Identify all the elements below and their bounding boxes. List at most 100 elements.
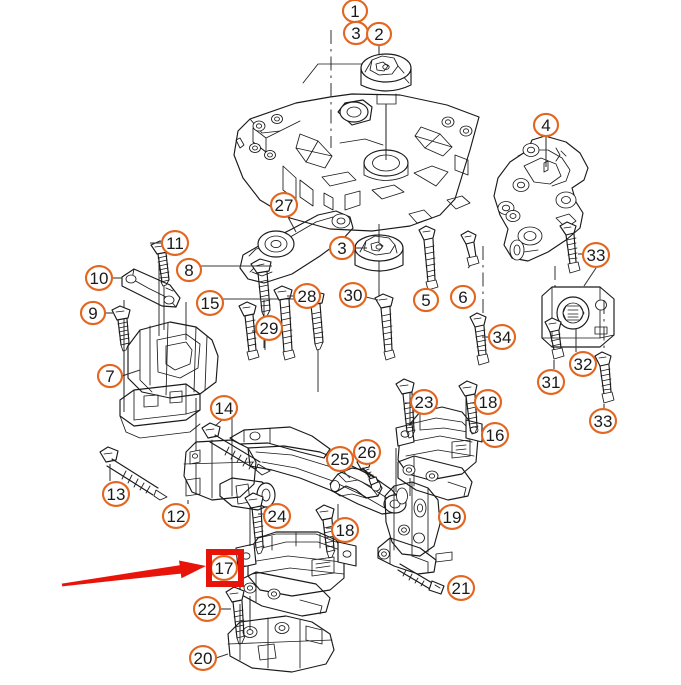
callout-18b[interactable]: 18 bbox=[330, 516, 360, 544]
callout-number: 8 bbox=[184, 261, 193, 280]
callout-21[interactable]: 21 bbox=[446, 574, 476, 602]
callout-number: 33 bbox=[587, 246, 606, 265]
callout-6[interactable]: 6 bbox=[449, 284, 477, 310]
callout-number: 20 bbox=[194, 649, 213, 668]
callout-ring bbox=[437, 503, 467, 531]
callout-19[interactable]: 19 bbox=[437, 503, 467, 531]
bolt-8 bbox=[178, 258, 272, 350]
bolt-6 bbox=[460, 230, 480, 269]
part-4-bracket bbox=[493, 135, 589, 262]
callout-28[interactable]: 28 bbox=[292, 282, 322, 310]
callout-ring bbox=[365, 21, 393, 47]
callout-23[interactable]: 23 bbox=[409, 388, 439, 416]
callout-ring bbox=[96, 363, 124, 389]
callout-ring bbox=[330, 516, 360, 544]
part-10-bracket bbox=[112, 268, 181, 308]
callout-7[interactable]: 7 bbox=[96, 363, 124, 389]
callout-29[interactable]: 29 bbox=[254, 314, 284, 342]
callout-number: 5 bbox=[421, 291, 430, 310]
part-20-support bbox=[215, 600, 335, 673]
callout-32[interactable]: 32 bbox=[568, 350, 598, 378]
callout-number: 7 bbox=[105, 367, 114, 386]
callout-ring bbox=[338, 281, 368, 309]
callout-18[interactable]: 18 bbox=[473, 388, 503, 416]
part-27-torque-rod bbox=[239, 210, 354, 284]
bolt-23 bbox=[395, 378, 416, 439]
callout-ring bbox=[409, 388, 439, 416]
callout-13[interactable]: 13 bbox=[101, 480, 131, 508]
stud-9 bbox=[105, 305, 131, 400]
callout-number: 3 bbox=[337, 239, 346, 258]
part-2-bushing bbox=[360, 53, 412, 150]
bolt-30 bbox=[365, 293, 396, 361]
callout-31[interactable]: 31 bbox=[536, 368, 566, 396]
callout-ring bbox=[480, 421, 510, 449]
part-3-bushing bbox=[354, 224, 404, 300]
callout-3[interactable]: 3 bbox=[328, 235, 356, 261]
part-17-gearbox-mount bbox=[235, 500, 357, 618]
callout-8[interactable]: 8 bbox=[175, 257, 203, 283]
callout-ring bbox=[84, 264, 114, 292]
callout-number: 4 bbox=[541, 116, 550, 135]
bolt-22 bbox=[220, 586, 246, 645]
callout-33b[interactable]: 33 bbox=[588, 407, 618, 435]
callout-27[interactable]: 27 bbox=[269, 191, 299, 219]
callout-12[interactable]: 12 bbox=[161, 502, 191, 530]
callout-1[interactable]: 1 bbox=[341, 0, 369, 24]
callout-number: 24 bbox=[268, 507, 287, 526]
callout-number: 2 bbox=[374, 25, 383, 44]
callout-number: 29 bbox=[260, 319, 279, 338]
callout-10[interactable]: 10 bbox=[84, 264, 114, 292]
callout-11[interactable]: 11 bbox=[160, 229, 190, 257]
callout-number: 34 bbox=[493, 328, 512, 347]
callout-15[interactable]: 15 bbox=[195, 289, 225, 317]
bolt-33-lower bbox=[594, 300, 615, 408]
callout-22[interactable]: 22 bbox=[192, 595, 222, 623]
callout-ring bbox=[532, 112, 560, 138]
callout-ring bbox=[101, 480, 131, 508]
callout-14[interactable]: 14 bbox=[209, 394, 239, 422]
callout-ring bbox=[412, 287, 440, 313]
callout-ring bbox=[175, 257, 203, 283]
bolt-21 bbox=[397, 563, 448, 595]
callout-30[interactable]: 30 bbox=[338, 281, 368, 309]
callout-number: 28 bbox=[298, 287, 317, 306]
callout-ring bbox=[209, 394, 239, 422]
bolt-14 bbox=[201, 419, 271, 476]
callout-17[interactable]: 17 bbox=[209, 554, 239, 582]
callout-16[interactable]: 16 bbox=[480, 421, 510, 449]
callout-ring bbox=[568, 350, 598, 378]
callout-34[interactable]: 34 bbox=[487, 323, 517, 351]
highlight-box-part-17 bbox=[206, 549, 244, 587]
callout-ring bbox=[352, 438, 382, 466]
callout-ring bbox=[292, 282, 322, 310]
callout-25[interactable]: 25 bbox=[325, 445, 355, 473]
callout-9[interactable]: 9 bbox=[79, 300, 107, 326]
bolt-11 bbox=[150, 240, 171, 330]
callout-2[interactable]: 2 bbox=[365, 21, 393, 47]
callout-number: 16 bbox=[486, 426, 505, 445]
callout-33[interactable]: 33 bbox=[581, 241, 611, 269]
callout-3t[interactable]: 3 bbox=[342, 20, 370, 46]
highlight-layer bbox=[61, 549, 244, 587]
subframe-assembly bbox=[233, 93, 480, 232]
part-7-engine-mount bbox=[119, 258, 265, 439]
callout-ring bbox=[262, 502, 292, 530]
callout-number: 18 bbox=[336, 521, 355, 540]
callout-5[interactable]: 5 bbox=[412, 287, 440, 313]
callout-number: 17 bbox=[215, 559, 234, 578]
bolt-24 bbox=[244, 492, 265, 555]
bolt-33-upper bbox=[559, 221, 583, 274]
callout-ring bbox=[195, 289, 225, 317]
callout-ring bbox=[446, 574, 476, 602]
callout-number: 10 bbox=[90, 269, 109, 288]
callout-26[interactable]: 26 bbox=[352, 438, 382, 466]
callout-4[interactable]: 4 bbox=[532, 112, 560, 138]
callout-20[interactable]: 20 bbox=[188, 644, 218, 672]
callout-24[interactable]: 24 bbox=[262, 502, 292, 530]
callout-number: 15 bbox=[201, 294, 220, 313]
callout-ring bbox=[536, 368, 566, 396]
callout-number: 12 bbox=[167, 507, 186, 526]
